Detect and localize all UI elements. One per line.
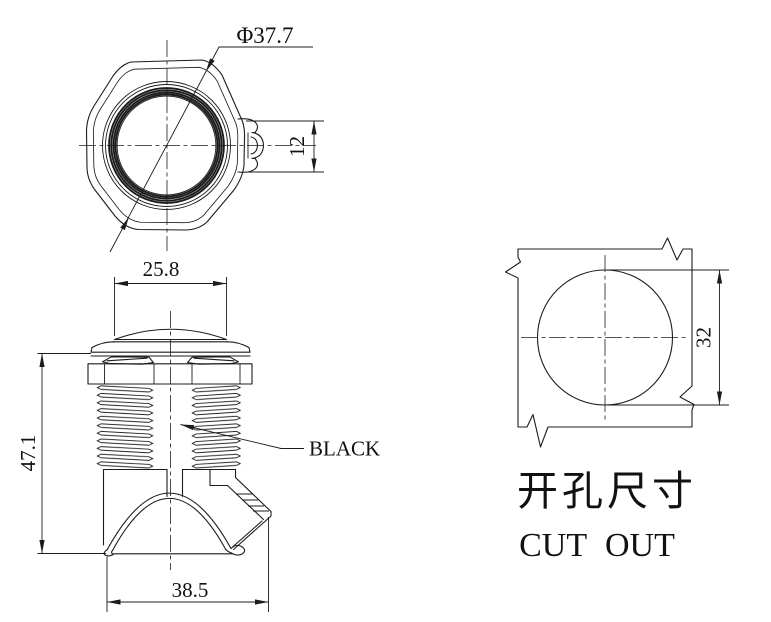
hole-height-label: 32 <box>691 327 715 348</box>
foot-left <box>103 549 114 557</box>
front-view: 25.8 47.1 38.5 BLACK <box>16 257 380 612</box>
cutout-view: 32 开孔尺寸 CUT OUT <box>504 237 729 564</box>
seal-ring-3 <box>112 91 221 200</box>
cutout-title-english: CUT OUT <box>519 527 675 564</box>
bezel-ring-inner <box>105 84 228 207</box>
arrowhead-right <box>213 280 227 287</box>
latch-serrations <box>236 493 269 512</box>
cutout-title-chinese: 开孔尺寸 <box>517 468 697 514</box>
extension-lines <box>37 353 106 554</box>
color-note-label: BLACK <box>309 437 380 461</box>
top-view: Φ37.7 12 <box>79 23 324 253</box>
extension-lines <box>114 277 227 336</box>
diameter-dimension: Φ37.7 <box>109 23 313 253</box>
tab-height-dimension: 12 <box>246 120 324 173</box>
housing-right-step <box>209 468 237 487</box>
diameter-leader-line <box>109 46 313 253</box>
cap-width-dimension: 25.8 <box>114 257 227 336</box>
arrowhead-down <box>311 158 317 172</box>
arrowhead-left <box>107 599 121 605</box>
hole-height-dimension: 32 <box>605 269 729 406</box>
stem-slot <box>166 468 184 498</box>
tab-inner-bracket <box>250 136 259 155</box>
seal-ring-1 <box>108 87 225 204</box>
latch-wedge <box>226 476 272 551</box>
base-width-dimension: 38.5 <box>106 517 269 612</box>
tab-bottom-lobe <box>237 157 259 173</box>
color-callout: BLACK <box>180 424 380 461</box>
seal-ring-2 <box>110 89 223 202</box>
bezel-ring-outer <box>102 81 231 210</box>
flange-body <box>90 346 251 357</box>
arrowhead-up <box>311 121 317 135</box>
flange-top-arcs <box>91 341 250 349</box>
diameter-label: Φ37.7 <box>236 23 293 48</box>
arrowhead-up <box>39 353 45 367</box>
arrowhead-right <box>255 599 269 605</box>
extension-lines <box>605 269 729 406</box>
body-height-dimension: 47.1 <box>16 353 106 554</box>
cap-edge-circle <box>116 95 217 196</box>
cap-width-label: 25.8 <box>143 257 180 281</box>
panel-outline-with-breaks <box>504 237 695 448</box>
arrowhead-lower <box>120 217 129 231</box>
hex-nut <box>87 363 253 385</box>
extension-lines <box>246 120 324 173</box>
flange <box>90 341 251 357</box>
side-tab <box>237 118 265 173</box>
arrowhead-up <box>716 270 723 284</box>
foot-right <box>224 544 246 556</box>
tab-height-label: 12 <box>285 136 309 157</box>
nut-facets <box>104 363 241 384</box>
seal-ring-4 <box>114 93 219 198</box>
tab-top-lobe <box>237 118 259 134</box>
switch-housing <box>102 468 272 557</box>
thread-block-right <box>191 385 241 469</box>
arrowhead-down <box>716 391 723 405</box>
extension-lines <box>106 517 269 612</box>
button-rings <box>102 81 231 210</box>
washer-right <box>186 356 240 365</box>
threaded-barrel <box>96 385 241 469</box>
washer-left <box>101 356 155 365</box>
spring-arch-outer <box>106 492 232 551</box>
tab-outer-bracket <box>251 131 265 160</box>
cap <box>112 328 229 343</box>
spring-arch-inner <box>111 497 227 552</box>
thread-block-left <box>96 385 154 469</box>
leader-line <box>180 424 304 449</box>
cap-dome-arc <box>113 328 228 341</box>
cap-base-lines <box>112 338 229 343</box>
arrowhead-upper <box>206 58 215 72</box>
base-width-label: 38.5 <box>172 578 209 602</box>
arrowhead <box>180 424 195 431</box>
body-height-label: 47.1 <box>16 435 40 472</box>
arrowhead-left <box>114 280 128 287</box>
arrowhead-down <box>39 540 45 554</box>
nut-outline <box>87 363 253 385</box>
